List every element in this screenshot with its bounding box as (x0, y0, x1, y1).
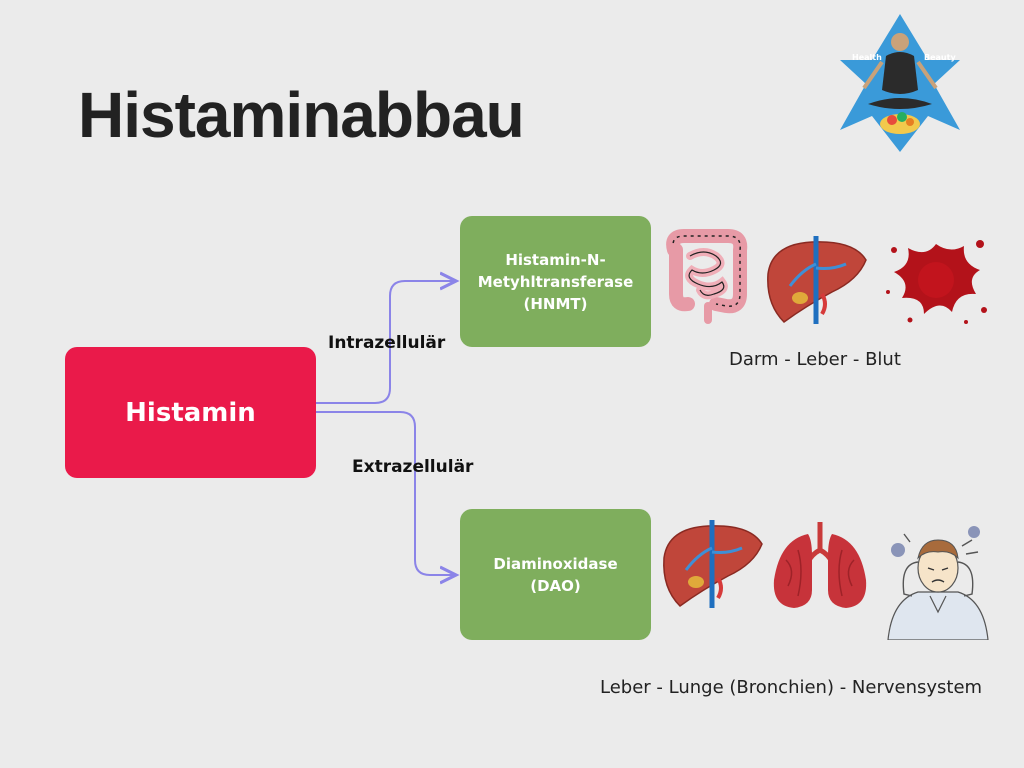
stressed-person-icon (887, 526, 989, 640)
connector-extra (316, 411, 456, 575)
intestine-icon (666, 229, 748, 324)
edge-label-intra: Intrazellulär (328, 333, 446, 353)
logo-word-right: Beauty (924, 53, 956, 62)
liver-icon-dao (663, 520, 763, 608)
dao-node: Diaminoxidase (DAO) (460, 509, 651, 640)
dao-sites-caption: Leber - Lunge (Bronchien) - Nervensystem (600, 677, 983, 698)
hnmt-node: Histamin-N- Metyhltransferase (HNMT) (460, 216, 651, 347)
lungs-icon (773, 522, 867, 608)
liver-icon (767, 236, 867, 324)
page-title: Histaminabbau (78, 79, 525, 151)
logo-word-left: Health (852, 53, 882, 62)
hnmt-sites-caption: Darm - Leber - Blut (729, 349, 901, 370)
blood-splatter-icon (886, 240, 987, 324)
histamine-node: Histamin (65, 347, 316, 478)
edge-label-extra: Extrazellulär (352, 457, 474, 477)
health-beauty-logo: Health Beauty (840, 14, 960, 152)
